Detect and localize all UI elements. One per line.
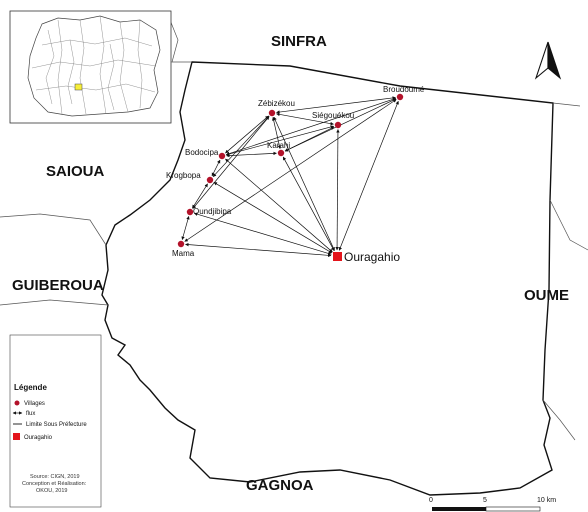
flow-line-mama-town	[185, 242, 332, 258]
inset-highlight-marker	[74, 83, 83, 91]
legend-item-town: Ouragahio	[24, 435, 53, 441]
flow-line-bodocipa-town	[225, 158, 333, 253]
neighbour-boundary-sw	[0, 299, 109, 306]
legend-town-symbol	[13, 433, 20, 440]
village-marker-siegouekou	[334, 121, 342, 129]
scale-label-10: 10 km	[537, 497, 556, 504]
scale-label-5: 5	[483, 497, 487, 504]
sub-prefecture-boundary	[101, 61, 554, 496]
flow-network	[181, 96, 399, 258]
inset-district-lines	[31, 15, 157, 115]
scale-bar: 0 5 10 km	[429, 497, 556, 512]
village-marker-krogbopa	[206, 176, 214, 184]
village-marker-bodocipa	[218, 152, 226, 160]
village-label-broudoume: Broudoumé	[383, 85, 425, 94]
legend-item-boundary: Limite Sous Préfecture	[26, 422, 87, 428]
village-marker-zebizekou	[268, 109, 276, 117]
village-marker-karahi	[277, 149, 285, 157]
village-label-krogbopa: Krogbopa	[166, 171, 201, 180]
village-label-oundjibipa: Oundjibipa	[193, 207, 232, 216]
main-town-marker	[333, 252, 342, 261]
legend-title: Légende	[14, 383, 47, 392]
source-line-3: OKOU, 2019	[36, 488, 68, 494]
inset-map	[9, 10, 172, 124]
flow-line-siegouekou-karahi	[284, 126, 335, 152]
flow-line-krogbopa-oundjibipa	[192, 183, 208, 209]
village-label-zebizekou: Zébizékou	[258, 99, 295, 108]
flow-line-zebizekou-town	[273, 116, 335, 251]
flow-line-siegouekou-town	[335, 129, 340, 251]
flow-line-oundjibipa-town	[193, 212, 332, 256]
flow-line-krogbopa-town	[213, 182, 333, 254]
village-label-mama: Mama	[172, 249, 195, 258]
flow-line-karahi-town	[282, 156, 335, 252]
flow-line-broudoume-town	[338, 100, 399, 251]
region-label-east: OUME	[524, 287, 569, 304]
source-line-2: Conception et Réalisation:	[22, 481, 87, 487]
region-label-north: SINFRA	[271, 33, 327, 50]
village-label-karahi: Karahi	[267, 141, 290, 150]
neighbour-boundary-east	[549, 199, 588, 251]
neighbour-boundary-se	[542, 399, 576, 441]
village-layer: Zébizékou Broudoumé Siégouékou Karahi Bo…	[166, 85, 425, 258]
village-marker-mama	[177, 240, 185, 248]
source-line-1: Source: CIGN, 2019	[30, 474, 80, 480]
flow-line-oundjibipa-zebizekou	[192, 116, 270, 209]
village-label-siegouekou: Siégouékou	[312, 111, 354, 120]
region-label-west: SAIOUA	[46, 163, 105, 180]
village-label-bodocipa: Bodocipa	[185, 148, 219, 157]
flow-line-oundjibipa-mama	[181, 215, 190, 241]
village-marker-oundjibipa	[186, 208, 194, 216]
legend-item-villages: Villages	[24, 401, 45, 407]
neighbour-boundary-ne	[552, 102, 581, 107]
neighbour-boundary-north	[169, 19, 192, 63]
village-marker-broudoume	[396, 93, 404, 101]
north-arrow-icon	[534, 41, 562, 80]
legend-box: Légende Villages flux Limite Sous Préfec…	[9, 334, 102, 508]
scale-label-0: 0	[429, 497, 433, 504]
flow-line-krogbopa-zebizekou	[212, 116, 270, 177]
legend-village-symbol	[14, 400, 20, 406]
flow-line-broudoume-bodocipa	[225, 97, 397, 156]
main-town-label: Ouragahio	[344, 250, 400, 264]
region-label-southwest: GUIBEROUA	[12, 277, 104, 294]
legend-item-flux: flux	[26, 411, 35, 417]
region-label-south: GAGNOA	[246, 477, 314, 494]
neighbour-boundary-west	[0, 213, 107, 246]
